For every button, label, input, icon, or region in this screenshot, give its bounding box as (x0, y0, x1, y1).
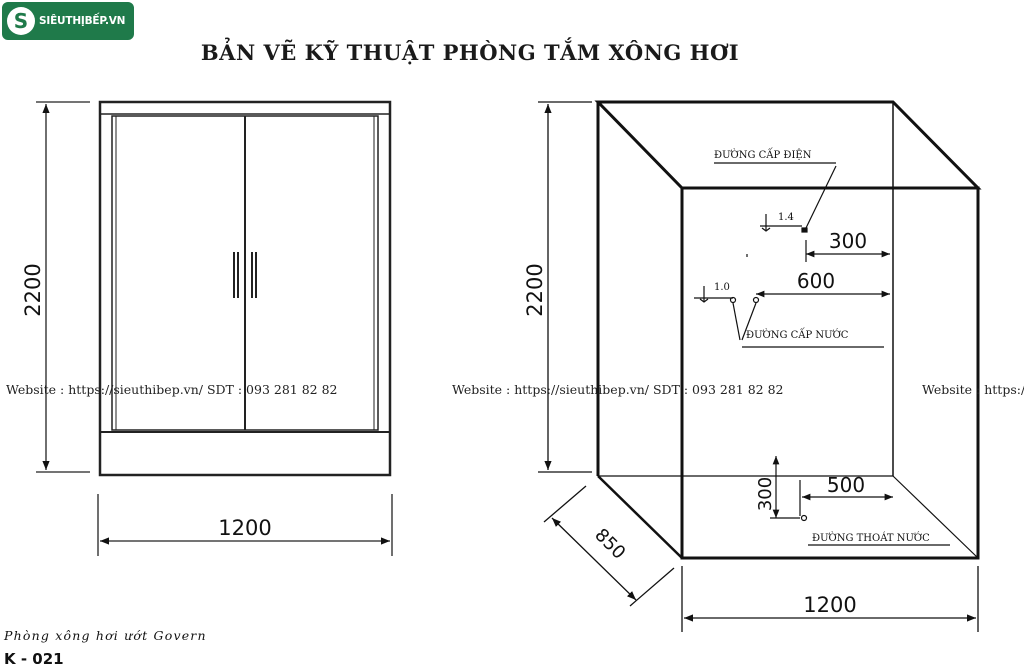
product-caption: Phòng xông hơi ướt Govern (4, 628, 207, 643)
iso-depth-label: 850 (590, 525, 629, 564)
logo-mark-icon: S (7, 7, 35, 35)
water-supply-callout (694, 254, 890, 348)
front-height-dimension (36, 101, 90, 473)
watermark-1: Website : https://sieuthibep.vn/ SDT : 0… (6, 382, 338, 397)
electric-supply-callout (714, 162, 890, 262)
logo-text: SIÊUTHỊBẾP.VN (39, 15, 126, 27)
drawing-title: BẢN VẼ KỸ THUẬT PHÒNG TẮM XÔNG HƠI (200, 40, 740, 65)
iso-view (538, 100, 982, 632)
drain-callout (770, 456, 950, 546)
iso-width-label: 1200 (803, 593, 856, 617)
drain-label: ĐƯỜNG THOÁT NƯỚC (812, 532, 930, 544)
water-supply-label: ĐƯỜNG CẤP NƯỚC (746, 328, 849, 341)
front-width-label: 1200 (218, 516, 271, 540)
electric-height-label: 1.4 (778, 212, 794, 223)
drain-dim-300-label: 300 (755, 477, 776, 511)
front-view (36, 100, 393, 556)
door-handles (233, 252, 257, 298)
front-width-dimension (97, 494, 393, 556)
cabin-top-rail (99, 101, 391, 115)
front-height-label: 2200 (21, 263, 45, 316)
watermark-3: Website : https:/ (922, 382, 1024, 397)
room-top-face (594, 100, 982, 190)
water-dim-600-label: 600 (797, 269, 835, 293)
room-floor-left-edge (597, 475, 683, 559)
iso-width-dimension (681, 566, 979, 632)
electric-supply-label: ĐƯỜNG CẤP ĐIỆN (714, 148, 812, 161)
water-height-label: 1.0 (714, 282, 730, 293)
drain-dim-500-label: 500 (827, 473, 865, 497)
brand-logo[interactable]: S SIÊUTHỊBẾP.VN (2, 2, 134, 40)
iso-height-label: 2200 (523, 263, 547, 316)
cabin-base (99, 431, 391, 476)
room-front-face (680, 186, 980, 560)
iso-depth-dimension (543, 485, 675, 607)
electric-dim-300-label: 300 (829, 229, 867, 253)
room-floor-right-edge (892, 475, 979, 559)
product-code: K - 021 (4, 650, 64, 668)
watermark-2: Website : https://sieuthibep.vn/ SDT : 0… (452, 382, 784, 397)
iso-height-dimension (538, 101, 592, 473)
